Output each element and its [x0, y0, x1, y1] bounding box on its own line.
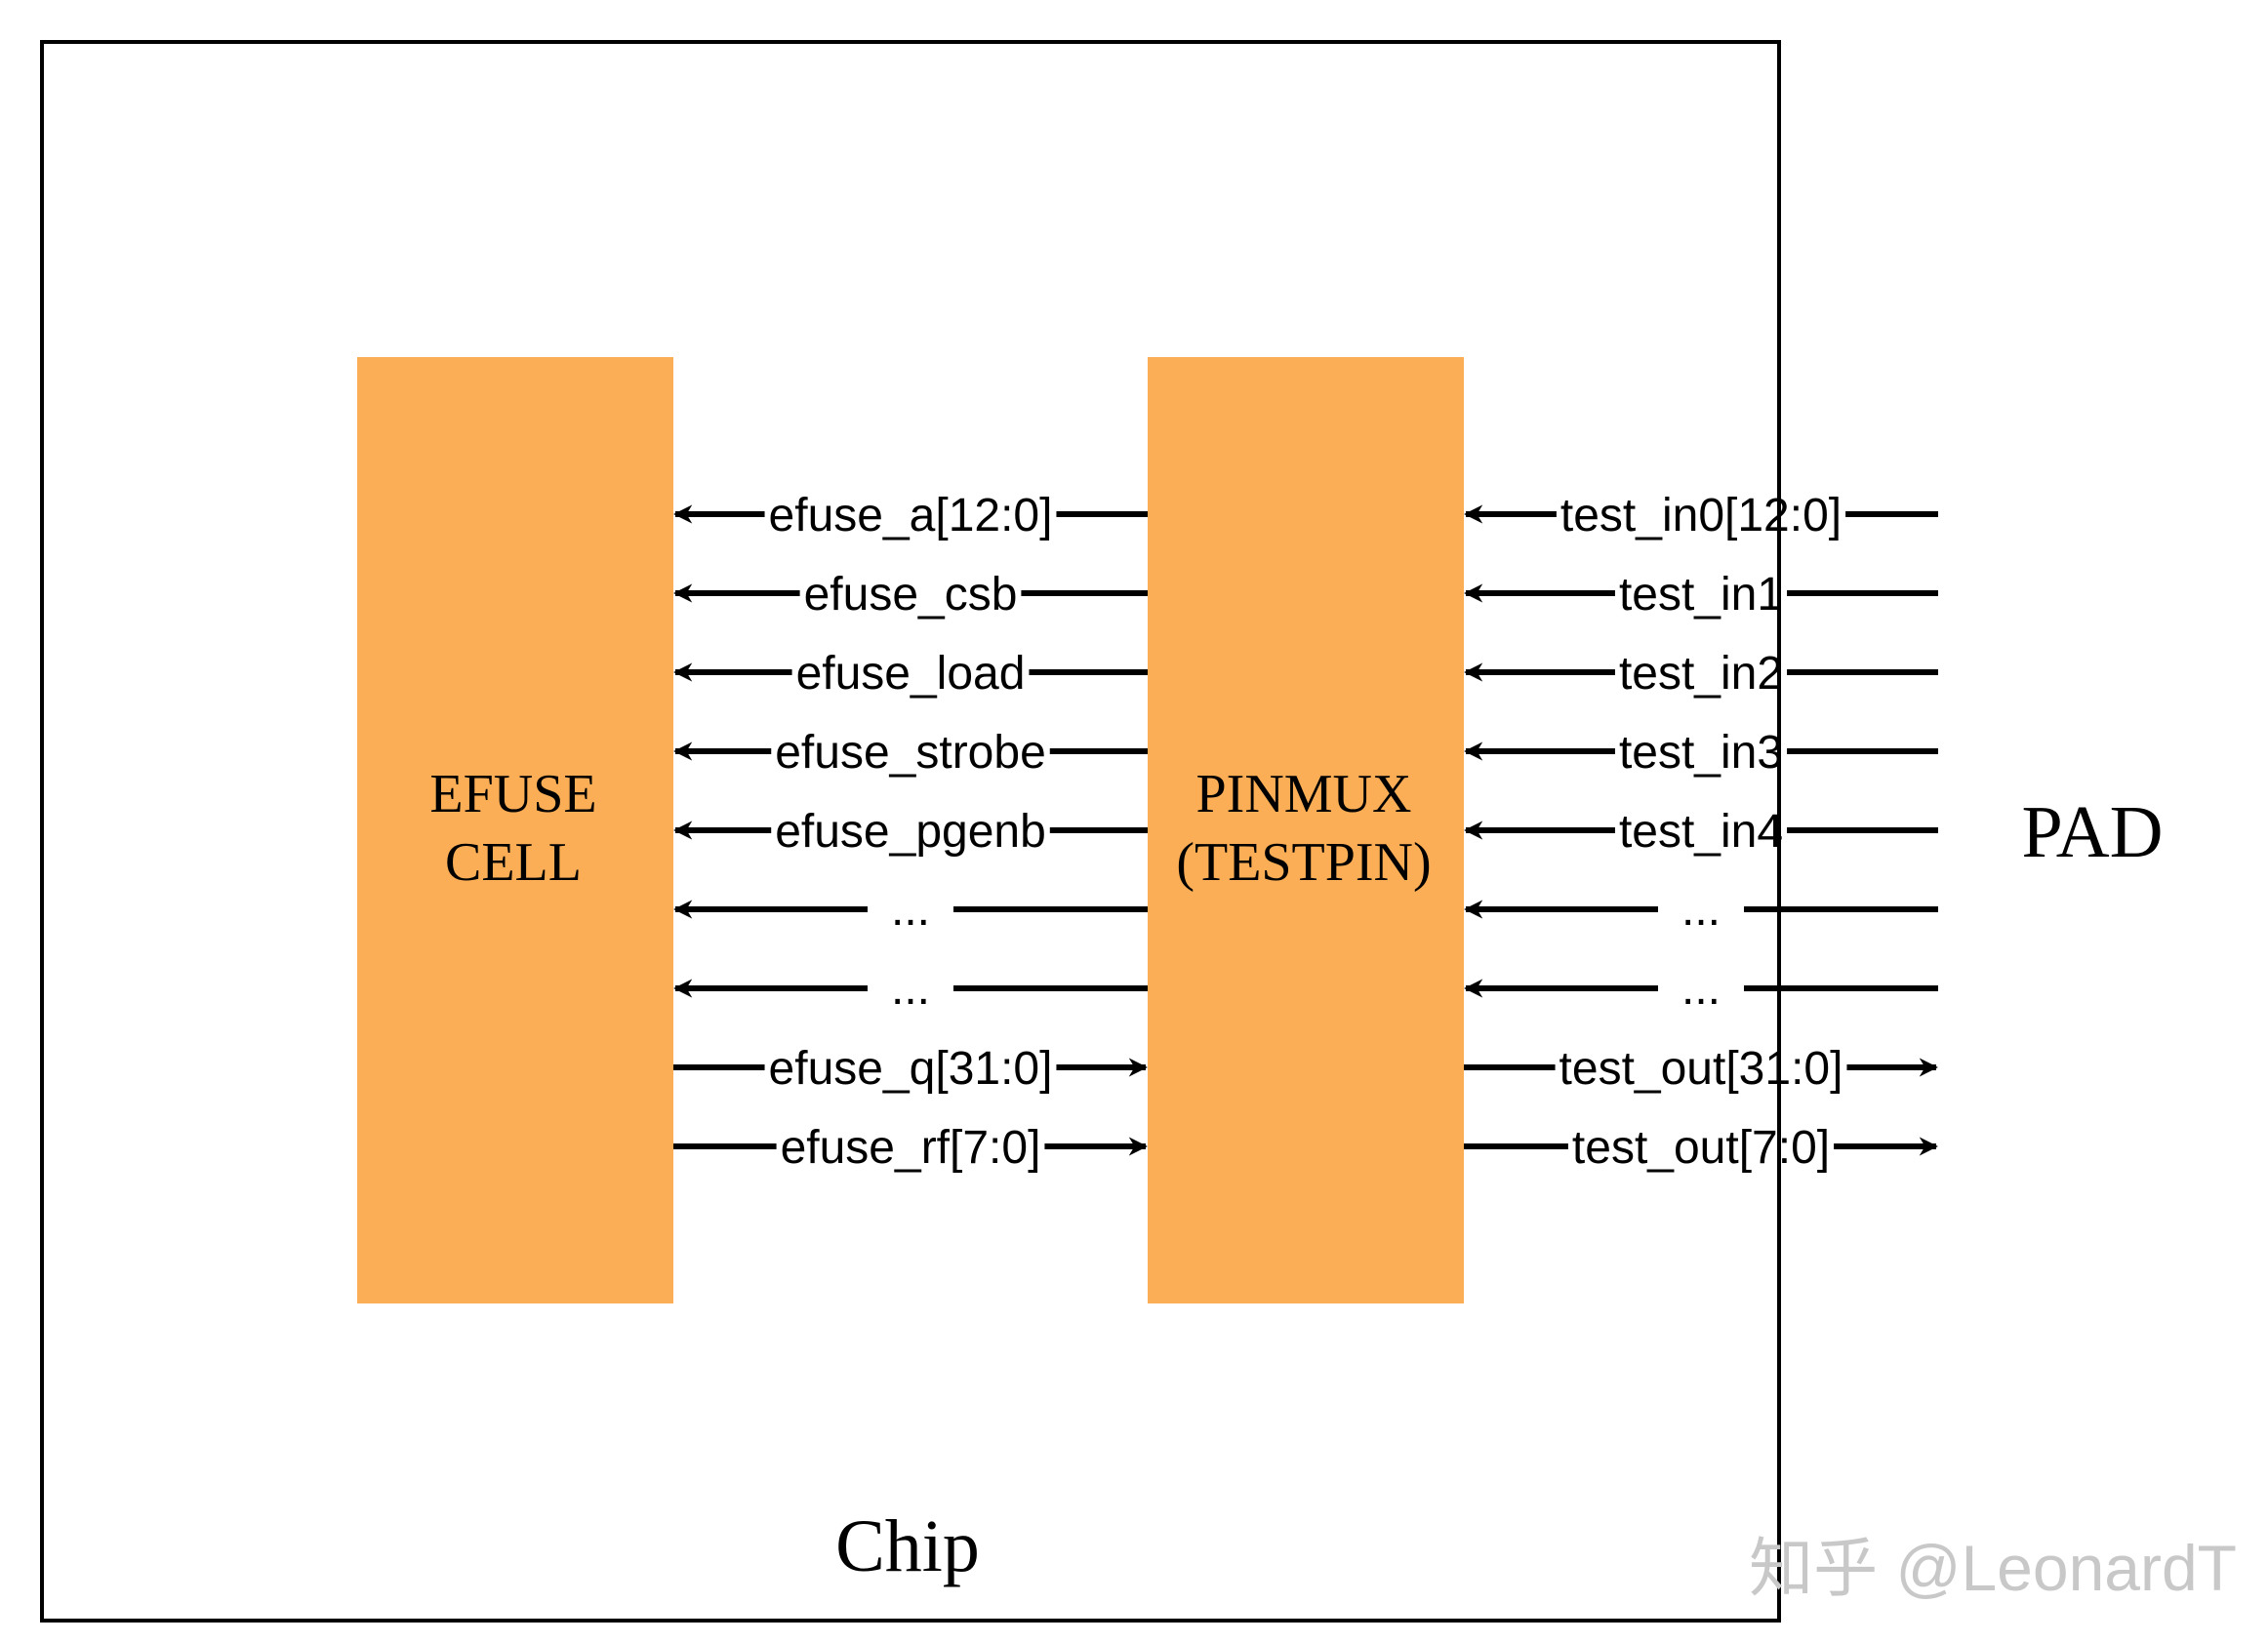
pad-signal-label: test_in1 [1619, 569, 1783, 621]
efuse-signal-label: efuse_q[31:0] [769, 1043, 1053, 1095]
efuse-signal-label: efuse_strobe [775, 727, 1046, 779]
pad-signal-label: test_out[7:0] [1572, 1122, 1830, 1174]
pinmux-block [1148, 357, 1464, 1303]
chip-label: Chip [835, 1505, 980, 1587]
efuse-signal-label: ... [891, 963, 930, 1015]
pad-signal-label: ... [1681, 884, 1721, 936]
pinmux-label-line2: (TESTPIN) [1176, 832, 1431, 893]
pad-signal-label: test_in2 [1619, 648, 1783, 700]
pinmux-pad-signals: test_in0[12:0] test_in1 test_in2 test_in3te… [1464, 490, 1938, 1174]
efuse-cell-label-line1: EFUSE [429, 764, 596, 824]
efuse-signal-label: efuse_load [796, 648, 1026, 700]
efuse-pinmux-signals: efuse_a[12:0] efuse_csb efuse_load efuse_st… [673, 490, 1148, 1174]
pad-label: PAD [2021, 791, 2163, 873]
efuse-signal-label: efuse_a[12:0] [769, 490, 1053, 541]
pad-signal-label: ... [1681, 963, 1721, 1015]
watermark-text: 知乎 @LeonardT [1749, 1532, 2237, 1604]
efuse-signal-label: efuse_rf[7:0] [781, 1122, 1041, 1174]
efuse-signal-label: efuse_csb [804, 569, 1018, 621]
pad-signal-label: test_out[31:0] [1559, 1043, 1843, 1095]
efuse-cell-label-line2: CELL [445, 832, 582, 893]
efuse-signal-label: ... [891, 884, 930, 936]
pinmux-label-line1: PINMUX [1196, 764, 1412, 824]
pad-signal-label: test_in4 [1619, 806, 1783, 858]
pad-signal-label: test_in0[12:0] [1560, 490, 1842, 541]
efuse-signal-label: efuse_pgenb [775, 806, 1046, 858]
efuse-cell-block [357, 357, 673, 1303]
pad-signal-label: test_in3 [1619, 727, 1783, 779]
